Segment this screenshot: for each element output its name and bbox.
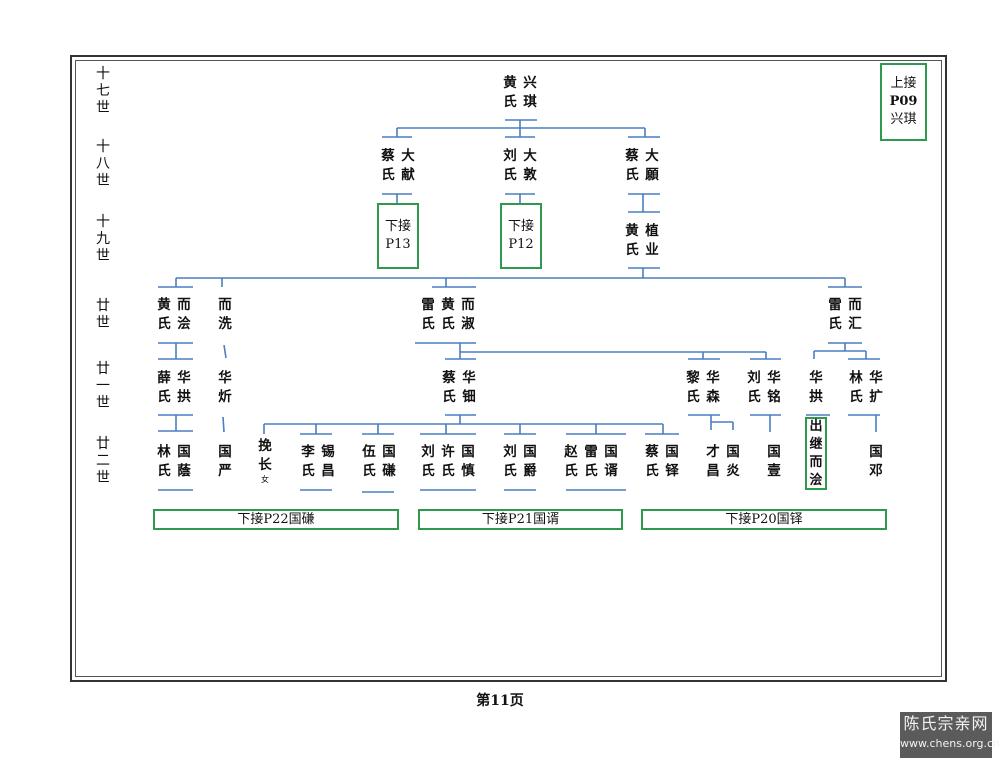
person-dayuan-name: 大願 <box>645 148 659 183</box>
continued-from-box: 上接 P09 兴琪 <box>880 63 927 141</box>
person-guojue-spouse: 刘氏 <box>503 444 517 479</box>
continued-to-p12-box: 下接 P12 <box>500 203 542 269</box>
person-erhuiB-spouse: 雷氏 <box>828 297 842 332</box>
person-huadian-name: 华钿 <box>462 370 476 405</box>
person-wanchang-note: 女 <box>261 475 269 484</box>
adopted-out-box: 出 继 而 浍 <box>805 417 827 490</box>
person-huagong-name: 华拱 <box>177 370 191 405</box>
person-huaming-spouse: 刘氏 <box>747 370 761 405</box>
person-guolian-name: 国磏 <box>382 444 396 479</box>
watermark-site-name: 陈氏宗亲网 <box>903 714 989 733</box>
person-erhui-spouse: 黄氏 <box>157 297 171 332</box>
person-huagong-spouse: 薛氏 <box>157 370 171 405</box>
person-guoyu-spouse1: 赵氏 <box>564 444 578 479</box>
person-erhui-name: 而浍 <box>177 297 191 332</box>
gen-label-18: 十八世 <box>96 139 110 189</box>
person-ershu-spouse1: 雷氏 <box>421 297 435 332</box>
person-guoyan-name: 国严 <box>218 444 232 479</box>
person-guoyu-spouse2: 雷氏 <box>584 444 598 479</box>
person-zhiye-spouse: 黄氏 <box>625 223 639 258</box>
person-guozhen-spouse1: 刘氏 <box>421 444 435 479</box>
gen-label-22: 廿二世 <box>96 436 110 486</box>
person-guoyanB-name: 国炎 <box>726 444 740 479</box>
person-guoyu-name: 国谞 <box>604 444 618 479</box>
person-guojue-name: 国爵 <box>523 444 537 479</box>
person-xingqi-spouse: 黄氏 <box>503 75 517 110</box>
watermark-url: www.chens.org.cn <box>900 737 1000 750</box>
person-huaxin-name: 华炘 <box>218 370 232 405</box>
person-guozhen-spouse2: 许氏 <box>441 444 455 479</box>
continued-to-p13-box: 下接 P13 <box>377 203 419 269</box>
gen-label-19: 十九世 <box>96 214 110 264</box>
person-guozhen-name: 国慎 <box>461 444 475 479</box>
person-huakuo-spouse: 林氏 <box>849 370 863 405</box>
site-watermark: 陈氏宗亲网 www.chens.org.cn <box>900 712 1000 758</box>
person-guoyi-spouse: 蔡氏 <box>645 444 659 479</box>
person-xichang-name: 锡昌 <box>321 444 335 479</box>
person-guoyin-name: 国蔭 <box>177 444 191 479</box>
person-ershu-name: 而淑 <box>461 297 475 332</box>
person-huadian-spouse: 蔡氏 <box>442 370 456 405</box>
person-zhiye-name: 植业 <box>645 223 659 258</box>
page-number: 第11页 <box>476 693 524 709</box>
person-erxian-name: 而洗 <box>218 297 232 332</box>
person-huasen-name: 华森 <box>706 370 720 405</box>
person-huagongB-name: 华拱 <box>809 370 823 405</box>
person-dadun-name: 大敦 <box>523 148 537 183</box>
gen-label-17: 十七世 <box>96 66 110 116</box>
person-guoyin-spouse: 林氏 <box>157 444 171 479</box>
person-guodeng-name: 国邓 <box>869 444 883 479</box>
inner-frame <box>75 60 942 677</box>
person-daxian-name: 大献 <box>401 148 415 183</box>
person-dadun-spouse: 刘氏 <box>503 148 517 183</box>
gen-label-21: 廿一世 <box>96 361 110 411</box>
person-wanchang: 挽长 女 <box>258 438 272 484</box>
gen-label-20: 廿世 <box>96 298 110 331</box>
person-huasen-spouse: 黎氏 <box>686 370 700 405</box>
person-xichang-spouse: 李氏 <box>301 444 315 479</box>
person-caichang-name: 才昌 <box>706 444 720 479</box>
continued-to-p20-box: 下接P20国铎 <box>641 509 887 530</box>
person-xingqi-name: 兴琪 <box>523 75 537 110</box>
outer-frame <box>70 55 947 682</box>
person-dayuan-spouse: 蔡氏 <box>625 148 639 183</box>
person-ershu-spouse2: 黄氏 <box>441 297 455 332</box>
person-guoyi2-name: 国壹 <box>767 444 781 479</box>
person-huaming-name: 华铭 <box>767 370 781 405</box>
person-huakuo-name: 华扩 <box>869 370 883 405</box>
continued-to-p21-box: 下接P21国谞 <box>418 509 623 530</box>
person-guolian-spouse: 伍氏 <box>362 444 376 479</box>
person-daxian-spouse: 蔡氏 <box>381 148 395 183</box>
continued-to-p22-box: 下接P22国磏 <box>153 509 399 530</box>
person-guoyi-name: 国铎 <box>665 444 679 479</box>
person-erhuiB-name: 而汇 <box>848 297 862 332</box>
